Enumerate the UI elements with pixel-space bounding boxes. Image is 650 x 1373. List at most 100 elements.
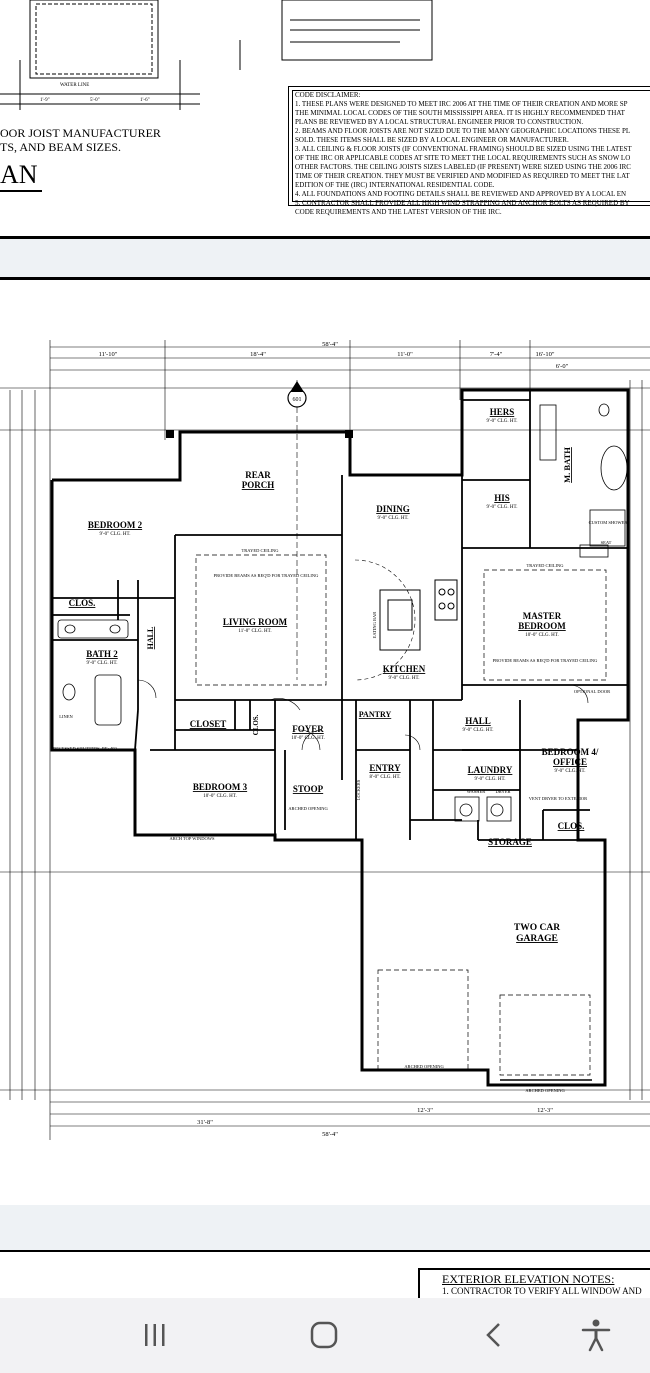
plan-sheet-top: WATER LINE 1'-9" 5'-0" 1'-6" OOR JOIST M… (0, 0, 650, 239)
disclaimer-line: TIME OF THEIR CREATION. THEY MUST BE VER… (295, 172, 630, 180)
room-clos2-label: CLOS. (252, 714, 260, 735)
room-living-label: LIVING ROOM (223, 617, 288, 627)
back-button[interactable] (464, 1310, 524, 1360)
disclaimer-line: PLANS BE REVIEWED BY A LOCAL STRUCTURAL … (295, 118, 584, 126)
note-text: PROVIDE BEAMS AS REQ'D FOR TRAYED CEILIN… (493, 658, 599, 663)
note-text: DRYER (495, 789, 510, 794)
disclaimer-line: THE MINIMAL LOCAL CODES OF THE SOUTH MIS… (295, 109, 625, 117)
disclaimer-heading: CODE DISCLAIMER: (295, 91, 361, 99)
room-garage-label-2: GARAGE (516, 934, 558, 944)
note-text: TRAYED CEILING (242, 548, 280, 553)
room-bedroom2-label: BEDROOM 2 (88, 520, 143, 530)
room-hall1-label: HALL (146, 627, 155, 650)
room-bedroom3-label: BEDROOM 3 (193, 782, 248, 792)
ceiling-text: 9'-0" CLG. HT. (389, 676, 420, 681)
note-text: ARCHED OPENING (288, 806, 328, 811)
door-swings (137, 559, 589, 751)
recents-icon (145, 1324, 165, 1346)
section-marker-text: 601 (293, 397, 302, 403)
ceiling-text: 10'-0" CLG. HT. (291, 736, 324, 741)
dim-text: 7'-4" (490, 351, 503, 358)
accessibility-button[interactable] (566, 1310, 626, 1360)
porch-columns (166, 430, 353, 438)
disclaimer-inner-border (292, 90, 650, 202)
ceiling-text: 9'-0" CLG. HT. (463, 728, 494, 733)
note-text: EATING BAR (372, 612, 377, 639)
ceiling-text: 10'-0" CLG. HT. (203, 794, 236, 799)
ceiling-text: 11'-0" CLG. HT. (238, 629, 271, 634)
home-button[interactable] (294, 1310, 354, 1360)
svg-text:5'-0": 5'-0" (90, 98, 100, 103)
room-kitchen-label: KITCHEN (383, 664, 426, 674)
room-dining-label: DINING (376, 504, 410, 514)
note-text: SEAT (601, 540, 612, 545)
kitchen-island (379, 579, 458, 651)
floor-plan-drawing: 58'-4" 11'-10" 18'-4" 11'-0" 7'-4" 16'-1… (0, 340, 650, 1140)
section-marker (287, 380, 307, 680)
room-clos3-label: CLOS. (558, 821, 585, 831)
room-bedroom4-label-1: BEDROOM 4/ (542, 747, 599, 757)
bath-fixtures (57, 403, 628, 822)
disclaimer-line: CODE REQUIREMENTS AND THE LATEST VERSION… (295, 208, 502, 216)
joist-note-line-1: OOR JOIST MANUFACTURER (0, 126, 161, 140)
plan-notes: TRAYED CEILING TRAYED CEILING PROVIDE BE… (53, 520, 627, 1093)
note-text: ARCHED OPENING (404, 1064, 444, 1069)
recents-button[interactable] (125, 1310, 185, 1360)
overall-width-top-text: 58'-4" (322, 341, 338, 348)
exterior-notes-line: 1. CONTRACTOR TO VERIFY ALL WINDOW AND (442, 1286, 642, 1296)
disclaimer-line: 2. BEAMS AND FLOOR JOISTS ARE NOT SIZED … (295, 127, 631, 135)
back-icon (486, 1323, 500, 1347)
svg-text:1'-6": 1'-6" (140, 98, 150, 103)
note-text: LOCKERS (356, 779, 361, 800)
svg-text:1'-9": 1'-9" (40, 98, 50, 103)
exterior-walls (50, 388, 630, 1087)
room-master-label-2: BEDROOM (518, 621, 566, 631)
page-gap (0, 239, 650, 277)
dim-text: 12'-3" (417, 1107, 433, 1114)
ceiling-text: 9'-0" CLG. HT. (475, 777, 506, 782)
overall-width-bottom-text: 58'-4" (322, 1131, 338, 1138)
page-gap (0, 1205, 650, 1250)
dim-text: 18'-4" (250, 351, 266, 358)
room-pantry-label: PANTRY (359, 710, 392, 719)
disclaimer-line: 3. ALL CEILING & FLOOR JOISTS (IF CONVEN… (295, 145, 632, 153)
accessibility-icon (581, 1319, 611, 1352)
room-foyer-label: FOYER (292, 724, 324, 734)
room-mbath-label: M. BATH (562, 447, 572, 483)
note-text: ARCHED OPENING (525, 1088, 565, 1093)
room-storage-label: STORAGE (488, 837, 532, 847)
dim-text: 6'-0" (556, 363, 569, 370)
svg-text:WATER LINE: WATER LINE (60, 83, 89, 88)
code-disclaimer: CODE DISCLAIMER: 1. THESE PLANS WERE DES… (288, 86, 650, 216)
floor-plan-sheet[interactable]: 58'-4" 11'-10" 18'-4" 11'-0" 7'-4" 16'-1… (0, 277, 650, 1208)
note-text: TRAYED CEILING (527, 563, 565, 568)
note-text: OPTIONAL DOOR (574, 689, 610, 694)
room-stoop-label: STOOP (293, 784, 324, 794)
disclaimer-line: EDITION OF THE (IRC) INTERNATIONAL RESID… (295, 181, 495, 189)
exterior-notes-heading: EXTERIOR ELEVATION NOTES: (442, 1272, 615, 1286)
dim-text: 11'-10" (99, 351, 118, 358)
room-hers-label: HERS (490, 407, 515, 417)
note-text: RECESSED SHUTTERS, RE: 403 (53, 746, 117, 752)
interior-walls (52, 390, 628, 841)
plan-sheet-bottom: EXTERIOR ELEVATION NOTES: 1. CONTRACTOR … (0, 1250, 650, 1300)
room-closet-label: CLOSET (190, 719, 227, 729)
disclaimer-line: OTHER FACTORS. THE CEILING JOISTS SIZES … (295, 163, 631, 171)
room-entry-label: ENTRY (369, 763, 401, 773)
room-labels: HERS HIS M. BATH REAR PORCH BEDROOM 2 DI… (69, 407, 599, 944)
note-text: WASHER (467, 789, 486, 794)
dim-text: 16'-10" (536, 351, 555, 358)
room-rear-porch-label-1: REAR (245, 470, 271, 480)
room-garage-label-1: TWO CAR (514, 923, 560, 933)
ceiling-text: 9'-0" CLG. HT. (487, 505, 518, 510)
ceiling-text: 9'-0" CLG. HT. (87, 661, 118, 666)
room-bath2-label: BATH 2 (86, 649, 118, 659)
note-text: CUSTOM SHOWER (589, 520, 628, 525)
ceiling-text: 10'-0" CLG. HT. (525, 633, 558, 638)
room-clos1-label: CLOS. (69, 598, 96, 608)
dim-text: 12'-3" (537, 1107, 553, 1114)
dimension-text: 58'-4" 11'-10" 18'-4" 11'-0" 7'-4" 16'-1… (99, 341, 569, 1138)
dimension-lines (0, 340, 650, 1140)
ceiling-text: 9'-0" CLG. HT. (100, 532, 131, 537)
title-underline (0, 190, 42, 192)
